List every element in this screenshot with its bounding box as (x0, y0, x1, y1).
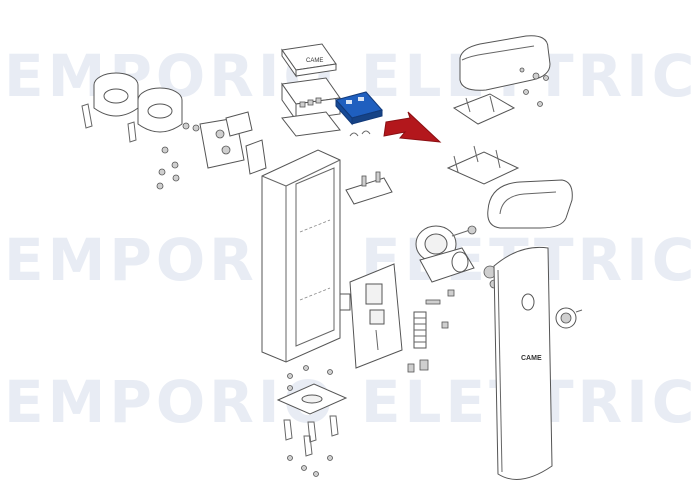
watermark-layer: EMPORIO ELETTRICO EMPORIO ELETTRICO EMPO… (4, 42, 694, 436)
watermark-text: EMPORIO ELETTRICO (4, 368, 694, 436)
gear-motor (415, 225, 499, 289)
small-clips (349, 130, 371, 137)
column-logo: CAME (521, 355, 542, 362)
control-box-lid: CAME (281, 43, 337, 78)
terminal-block (413, 289, 455, 349)
top-cap (487, 179, 573, 229)
control-box-base (281, 77, 341, 122)
anchor-bolts (283, 415, 339, 477)
cover-bracket-upper (452, 93, 516, 125)
cabinet-body (261, 149, 341, 363)
highlight-arrow-icon (383, 111, 442, 143)
electronics-panel (339, 263, 403, 369)
screws-left (156, 122, 200, 190)
small-connectors (407, 359, 429, 373)
cover-logo: CAME (306, 58, 323, 64)
clips-left (81, 103, 137, 143)
control-board-highlighted (335, 91, 383, 126)
bracket-plate (199, 111, 267, 175)
cable-ring-left (93, 72, 139, 117)
watermark-text: EMPORIO ELETTRICO (4, 226, 694, 294)
cover-bracket-lower (446, 145, 520, 185)
cable-ring-right (137, 87, 183, 133)
front-door: CAME (493, 246, 553, 480)
mounting-bracket (345, 171, 393, 205)
lock-assembly (555, 307, 583, 329)
base-plate (276, 365, 348, 415)
motor-cover (459, 35, 551, 91)
control-box-shield (281, 111, 341, 137)
screws-right (523, 89, 543, 107)
